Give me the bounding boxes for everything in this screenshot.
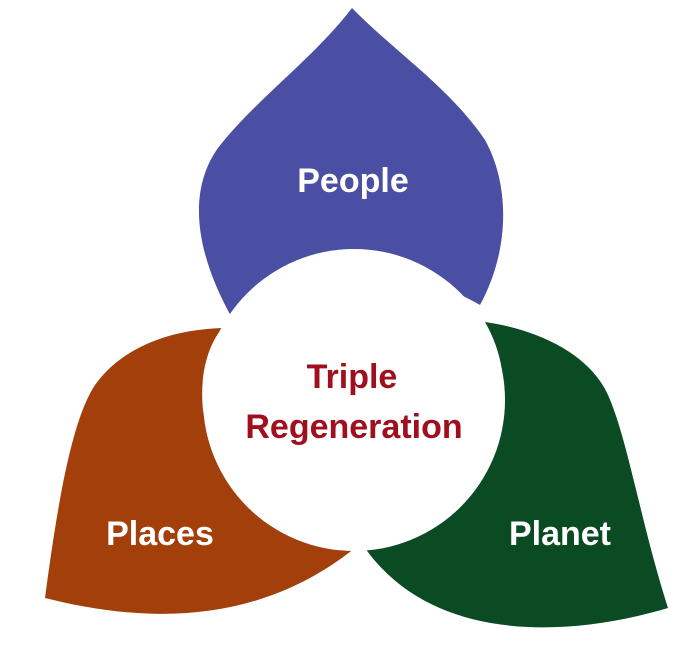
places-label: Places [106, 515, 214, 553]
planet-label: Planet [509, 515, 611, 553]
people-label: People [297, 162, 408, 200]
petal-planet [365, 322, 668, 628]
center-circle [203, 249, 505, 551]
center-title-line2: Regeneration [245, 408, 462, 446]
center-title-line1: Triple [307, 358, 398, 396]
petal-people [198, 8, 504, 318]
petal-places [45, 328, 355, 614]
